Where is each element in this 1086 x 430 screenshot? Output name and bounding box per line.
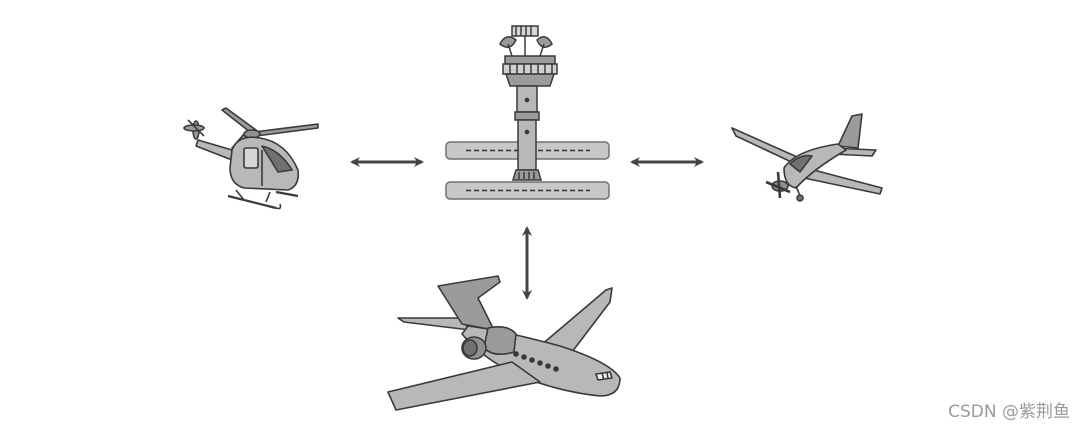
watermark: CSDN @紫荆鱼 bbox=[948, 402, 1070, 422]
control-tower-icon bbox=[500, 26, 557, 180]
runway-bottom bbox=[446, 182, 609, 199]
small-plane-icon bbox=[732, 114, 882, 201]
jet-airliner-icon bbox=[388, 276, 620, 410]
helicopter-icon bbox=[184, 108, 318, 209]
